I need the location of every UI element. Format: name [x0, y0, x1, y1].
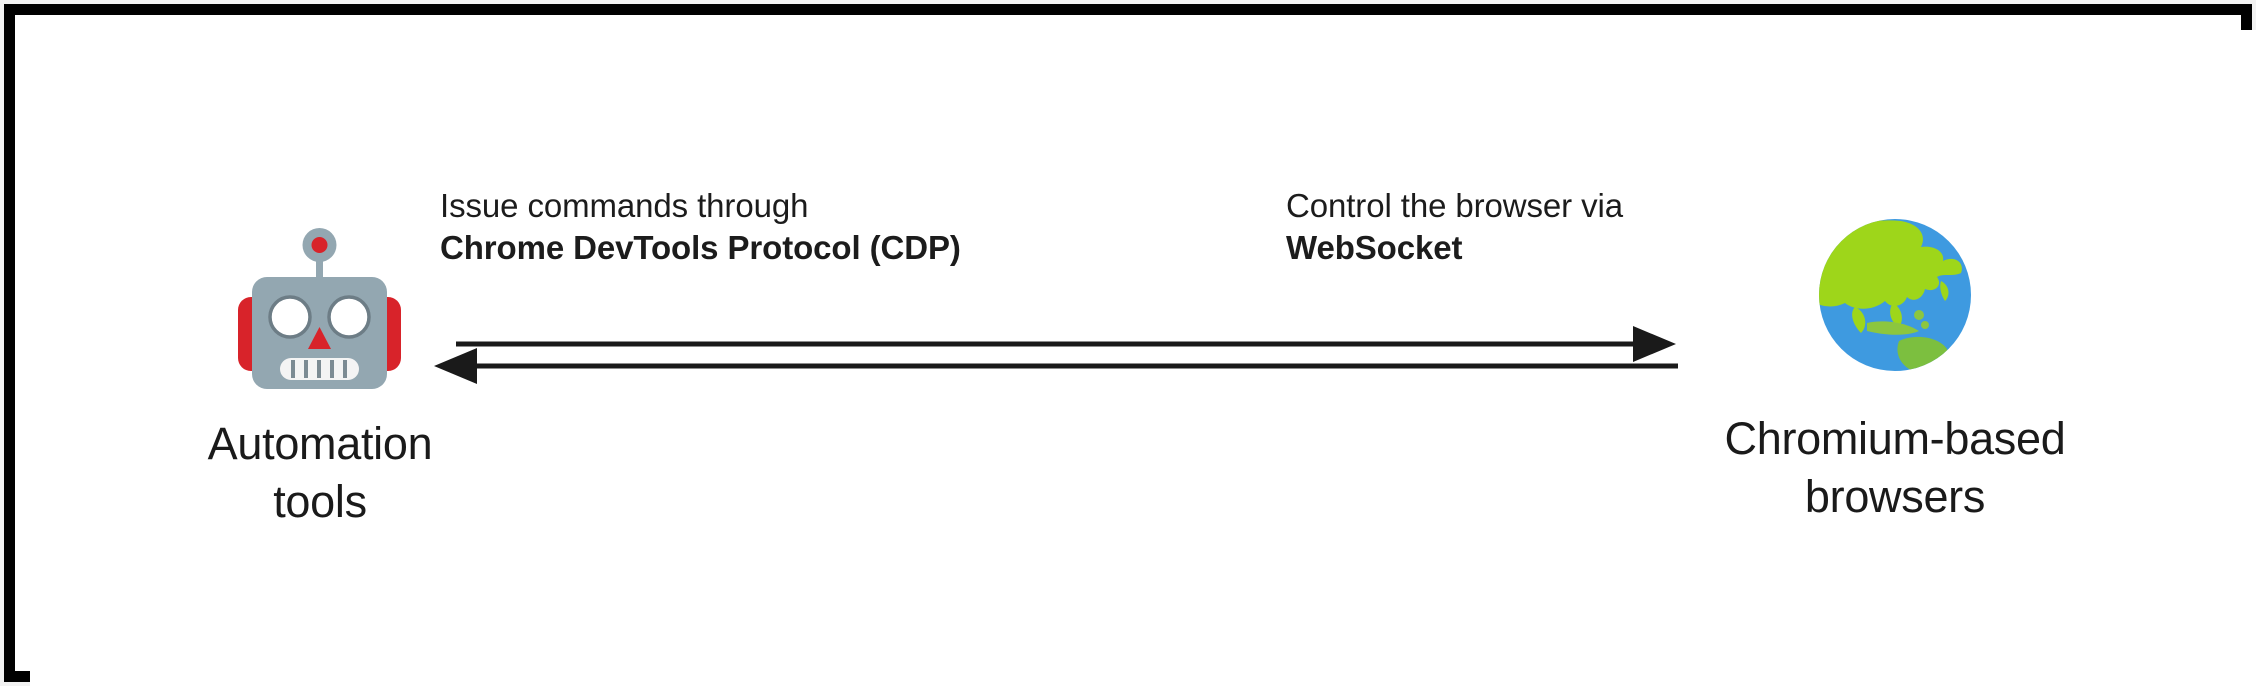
node-label-line-1: Automation [207, 418, 433, 469]
arrow-right [456, 326, 1676, 362]
node-label-line-2: tools [273, 476, 367, 527]
edge-label-control: Control the browser via WebSocket [1286, 185, 1623, 269]
edge-label-control-line-2: WebSocket [1286, 229, 1463, 266]
edge-label-commands: Issue commands through Chrome DevTools P… [440, 185, 961, 269]
edge-label-control-line-1: Control the browser via [1286, 187, 1624, 224]
node-label-line-2: browsers [1804, 471, 1986, 522]
node-automation-tools: Automation tools [150, 225, 490, 625]
edge-label-commands-line-2: Chrome DevTools Protocol (CDP) [440, 229, 961, 266]
diagram-canvas: Automation tools [30, 30, 2256, 686]
diagram-frame: Automation tools [4, 4, 2256, 686]
edge-label-commands-line-1: Issue commands through [440, 187, 809, 224]
robot-icon [230, 225, 410, 405]
bidirectional-arrows [430, 310, 1680, 390]
globe-showing-asia-australia-icon [1815, 215, 1975, 375]
node-label-line-1: Chromium-based [1724, 413, 2066, 464]
node-label-automation-tools: Automation tools [150, 415, 490, 531]
node-chromium-browsers: Chromium-based browsers [1660, 215, 2130, 625]
node-label-chromium-browsers: Chromium-based browsers [1660, 410, 2130, 526]
arrow-left [434, 348, 1678, 384]
